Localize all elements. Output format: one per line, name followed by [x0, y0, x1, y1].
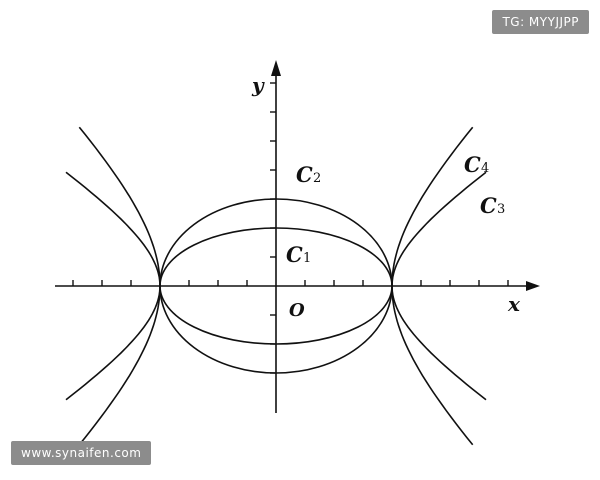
svg-text:C: C [464, 152, 481, 177]
svg-text:2: 2 [313, 171, 321, 186]
watermark-top-right: TG: MYYJJPP [492, 10, 589, 34]
y-axis-arrowhead [271, 60, 281, 76]
curve-label-c2: C 2 [296, 162, 321, 187]
x-axis-arrowhead [526, 281, 540, 291]
svg-text:C: C [286, 242, 303, 267]
svg-text:1: 1 [303, 251, 311, 266]
curve-c4-hyperbola-right-branch [391, 126, 474, 446]
axis-ticks [72, 82, 509, 374]
curve-label-c3: C 3 [480, 193, 505, 218]
svg-text:C: C [480, 193, 497, 218]
x-axis-label: x [507, 292, 521, 316]
curve-label-c4: C 4 [464, 152, 489, 177]
svg-text:4: 4 [481, 161, 489, 176]
watermark-bottom-left: www.synaifen.com [11, 441, 152, 465]
origin-label: O [289, 300, 305, 321]
curve-c4-hyperbola-left-branch [78, 126, 161, 446]
svg-text:C: C [296, 162, 313, 187]
y-axis-label: y [251, 73, 265, 97]
svg-text:3: 3 [497, 202, 505, 217]
curve-label-c1: C 1 [286, 242, 311, 267]
